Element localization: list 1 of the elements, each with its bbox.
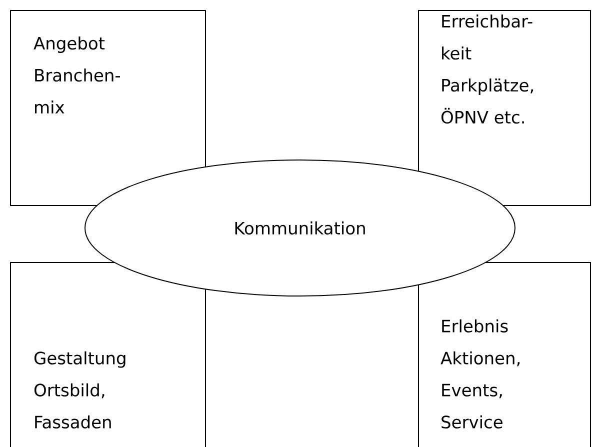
ellipse-node: Kommunikation xyxy=(84,160,516,296)
